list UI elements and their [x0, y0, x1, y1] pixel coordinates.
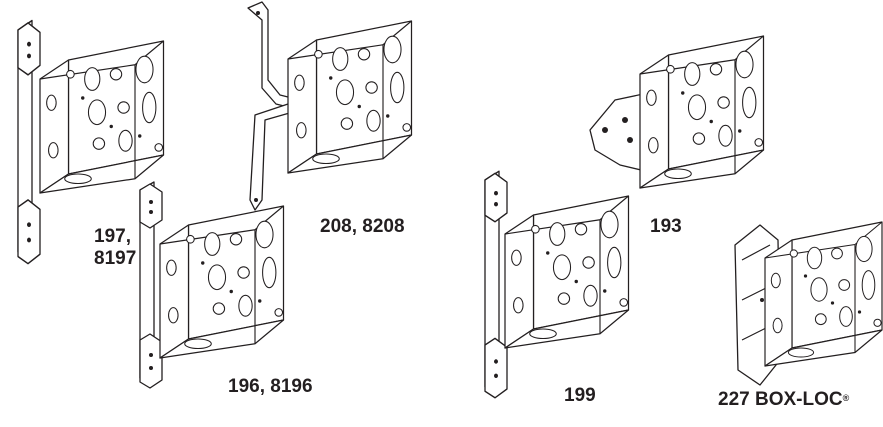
box-208-illustration [247, 1, 413, 211]
label-193: 193 [650, 216, 682, 237]
box-196-illustration [139, 181, 285, 389]
label-196: 196, 8196 [228, 376, 313, 397]
label-227: 227 BOX-LOC® [718, 389, 850, 410]
registered-mark: ® [842, 393, 850, 403]
box-199-illustration [484, 170, 630, 399]
box-193-illustration [589, 35, 765, 189]
box-227-illustration [734, 221, 883, 386]
label-197: 197, 8197 [94, 226, 137, 269]
label-199: 199 [564, 385, 596, 406]
label-208: 208, 8208 [320, 216, 405, 237]
